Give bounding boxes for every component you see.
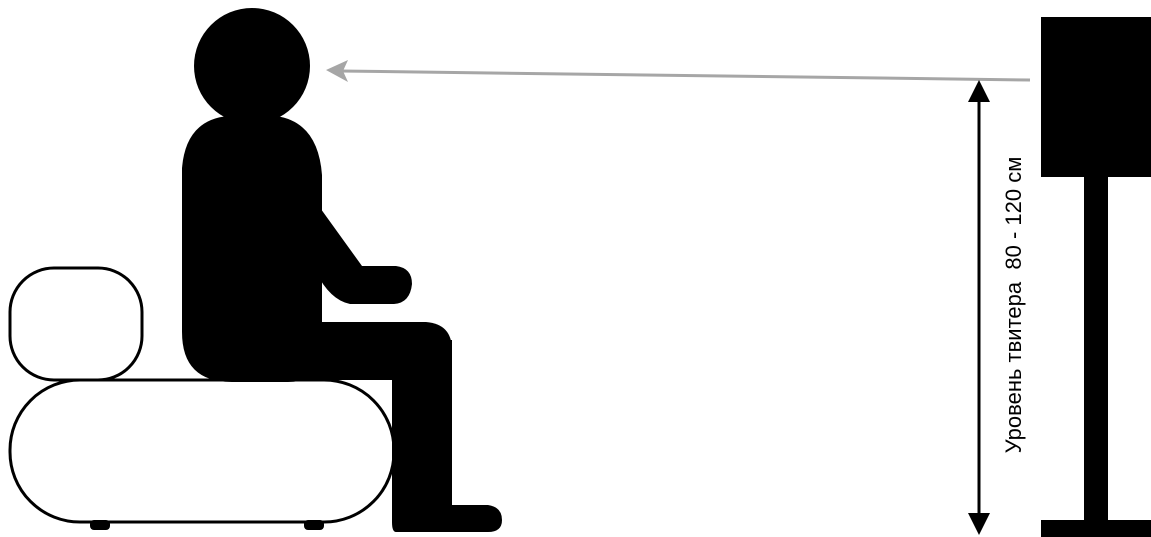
- height-arrowhead-bottom: [968, 513, 990, 535]
- sightline-arrow: [326, 60, 1030, 82]
- height-dimension-arrow: [968, 80, 990, 535]
- listener-head: [194, 8, 310, 124]
- height-arrowhead-top: [968, 80, 990, 102]
- speaker-stand-base: [1041, 520, 1151, 537]
- sofa-foot-right: [304, 520, 324, 530]
- listener-lower-leg: [392, 340, 452, 507]
- sofa-seat: [10, 380, 394, 522]
- speaker-on-stand: [1041, 17, 1151, 537]
- speaker-stand-pole: [1084, 177, 1108, 522]
- tweeter-height-label: Уровень твитера 80 - 120 см: [1001, 157, 1026, 454]
- sofa-foot-left: [90, 520, 110, 530]
- sightline: [340, 71, 1030, 80]
- speaker-cabinet: [1041, 17, 1151, 177]
- sofa-cushion: [10, 268, 142, 380]
- listener-foot: [392, 505, 502, 532]
